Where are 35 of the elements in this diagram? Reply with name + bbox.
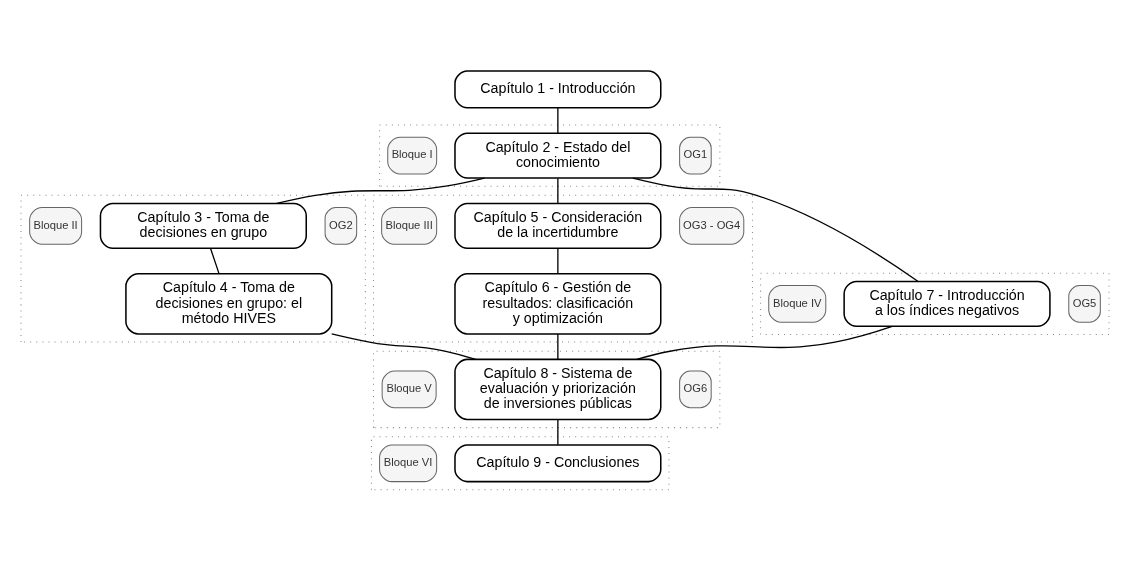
node-box: Bloque V — [381, 370, 437, 409]
cluster — [760, 272, 1110, 335]
connector — [636, 325, 893, 361]
node-box: Bloque I — [387, 136, 438, 175]
node-box: Capítulo 5 - Consideración de la incertidumbre — [454, 202, 662, 250]
cluster — [379, 124, 721, 187]
cluster — [20, 194, 366, 343]
node-box: Capítulo 6 - Gestión de resultados: clasificación y optimización — [454, 273, 662, 335]
node-box: Capítulo 1 - Introducción — [454, 70, 662, 109]
node-box: OG1 — [679, 136, 712, 175]
connector — [557, 333, 559, 361]
node-box: Capítulo 8 - Sistema de evaluación y priorización de inversiones públicas — [454, 358, 662, 421]
cluster — [372, 194, 753, 343]
node-box: Capítulo 3 - Toma de decisiones en grupo — [99, 202, 307, 250]
node-box: Bloque II — [29, 207, 83, 245]
node-box: Capítulo 9 - Conclusiones — [454, 444, 662, 483]
connector — [557, 107, 559, 134]
connector — [557, 419, 559, 446]
connector — [557, 247, 559, 275]
connector — [557, 177, 559, 204]
node-box: Bloque VI — [379, 444, 438, 483]
node-box: Bloque IV — [768, 285, 827, 323]
node-box: Capítulo 7 - Introducción a los índices negativos — [843, 280, 1051, 328]
cluster — [372, 350, 721, 429]
node-box: OG2 — [324, 207, 358, 245]
node-box: OG5 — [1068, 285, 1101, 323]
node-box: Bloque III — [381, 207, 438, 245]
node-box: Capítulo 2 - Estado del conocimiento — [454, 132, 662, 179]
node-box: OG3 - OG4 — [679, 207, 745, 245]
connector — [331, 333, 477, 360]
node-box: Capítulo 4 - Toma de decisiones en grupo: el método HIVES — [125, 273, 333, 335]
cluster — [370, 436, 670, 491]
node-box: OG6 — [679, 370, 712, 409]
connector — [209, 247, 220, 275]
connector — [276, 177, 486, 205]
